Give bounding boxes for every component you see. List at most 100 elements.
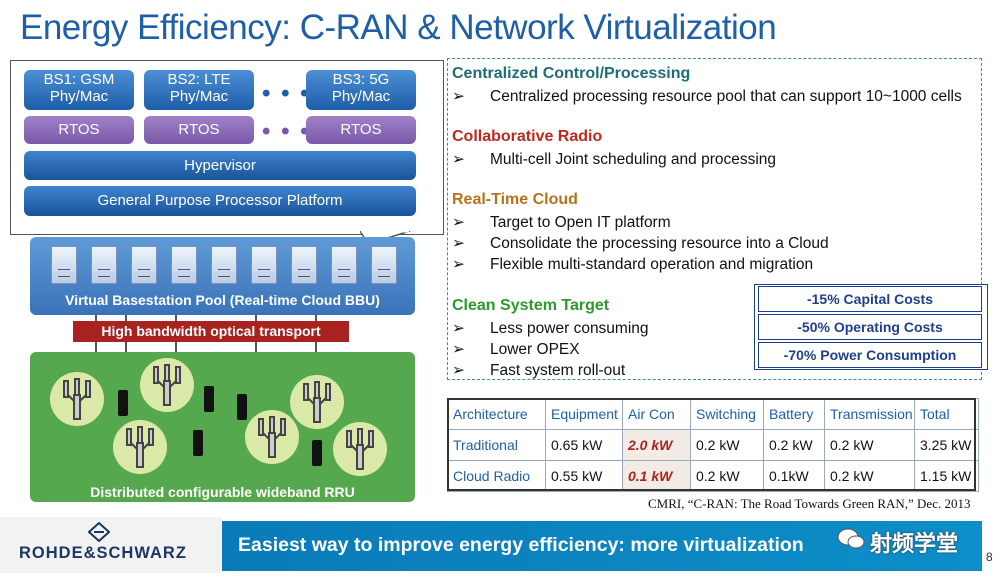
company-logo: ROHDE&SCHWARZ <box>19 544 187 562</box>
arrow-bullet-icon: ➢ <box>452 151 465 168</box>
section-heading: Clean System Target <box>452 297 610 314</box>
fiber-link <box>95 341 97 353</box>
table-row: Traditional 0.65 kW 2.0 kW 0.2 kW 0.2 kW… <box>447 429 979 461</box>
banner-text: Easiest way to improve energy efficiency… <box>238 534 804 556</box>
arrow-bullet-icon: ➢ <box>452 88 465 105</box>
bs1-title: BS1: GSM <box>43 71 115 88</box>
rtos-2: RTOS <box>144 116 254 144</box>
fiber-link <box>255 341 257 353</box>
rtos-3: RTOS <box>306 116 416 144</box>
citation: CMRI, “C-RAN: The Road Towards Green RAN… <box>648 496 971 511</box>
section-heading: Centralized Control/Processing <box>452 65 691 82</box>
bullet-item: ➢Multi-cell Joint scheduling and process… <box>452 151 777 168</box>
table-header-cell: Transmission <box>824 398 915 430</box>
table-cell: 0.1 kW <box>622 460 691 492</box>
bbu-pool-label: Virtual Basestation Pool (Real-time Clou… <box>65 292 380 308</box>
bullet-item: ➢Lower OPEX <box>452 341 580 358</box>
arrow-bullet-icon: ➢ <box>452 320 465 337</box>
table-cell: 1.15 kW <box>914 460 979 492</box>
mobile-phone-icon <box>237 394 247 420</box>
mobile-phone-icon <box>204 386 214 412</box>
capital-cost-item: -15% Capital Costs <box>758 286 982 312</box>
server-icon <box>131 246 157 284</box>
fiber-link <box>315 341 317 353</box>
table-cell: 3.25 kW <box>914 429 979 461</box>
server-icon <box>371 246 397 284</box>
power-consumption-item: -70% Power Consumption <box>758 342 982 368</box>
wechat-icon <box>837 528 865 549</box>
section-heading: Real-Time Cloud <box>452 191 578 208</box>
antenna-tower-icon <box>50 372 104 426</box>
table-cell: Cloud Radio <box>447 460 546 492</box>
cost-savings-box: -15% Capital Costs -50% Operating Costs … <box>754 284 988 370</box>
watermark-text: 射频学堂 <box>870 531 959 556</box>
bullet-item: ➢Target to Open IT platform <box>452 214 671 231</box>
table-cell: 0.65 kW <box>545 429 623 461</box>
table-cell: Traditional <box>447 429 546 461</box>
table-header-cell: Switching <box>690 398 764 430</box>
ellipsis-rtos: • • • <box>262 118 311 145</box>
page-title: Energy Efficiency: C-RAN & Network Virtu… <box>20 8 777 47</box>
rtos-1: RTOS <box>24 116 134 144</box>
table-cell: 2.0 kW <box>622 429 691 461</box>
table-cell: 0.55 kW <box>545 460 623 492</box>
bs3-block: BS3: 5G Phy/Mac <box>306 70 416 110</box>
bullet-item: ➢Less power consuming <box>452 320 649 337</box>
arrow-bullet-icon: ➢ <box>452 235 465 252</box>
bullet-item: ➢Consolidate the processing resource int… <box>452 235 829 252</box>
table-cell: 0.1kW <box>763 460 825 492</box>
bs2-block: BS2: LTE Phy/Mac <box>144 70 254 110</box>
hypervisor-bar: Hypervisor <box>24 151 416 180</box>
bs2-sub: Phy/Mac <box>169 88 229 105</box>
table-cell: 0.2 kW <box>824 460 915 492</box>
rru-label: Distributed configurable wideband RRU <box>90 484 355 500</box>
mobile-phone-icon <box>312 440 322 466</box>
platform-bar: General Purpose Processor Platform <box>24 186 416 216</box>
antenna-tower-icon <box>333 422 387 476</box>
table-header-row: Architecture Equipment Air Con Switching… <box>447 398 979 430</box>
server-icon <box>91 246 117 284</box>
rohde-schwarz-logo-icon <box>88 522 110 542</box>
footer-logo-area <box>0 517 222 573</box>
antenna-tower-icon <box>290 375 344 429</box>
server-icon <box>251 246 277 284</box>
antenna-tower-icon <box>245 410 299 464</box>
antenna-tower-icon <box>140 358 194 412</box>
table-cell: 0.2 kW <box>824 429 915 461</box>
server-icon <box>51 246 77 284</box>
arrow-bullet-icon: ➢ <box>452 214 465 231</box>
table-cell: 0.2 kW <box>763 429 825 461</box>
fiber-link <box>125 341 127 353</box>
mobile-phone-icon <box>193 430 203 456</box>
fiber-link <box>175 341 177 353</box>
bullet-item: ➢Fast system roll-out <box>452 362 626 379</box>
arrow-bullet-icon: ➢ <box>452 256 465 273</box>
power-comparison-table: Architecture Equipment Air Con Switching… <box>447 398 979 492</box>
bs3-title: BS3: 5G <box>332 71 390 88</box>
antenna-tower-icon <box>113 420 167 474</box>
section-heading: Collaborative Radio <box>452 128 603 145</box>
table-cell: 0.2 kW <box>690 460 764 492</box>
server-icon <box>211 246 237 284</box>
table-header-cell: Battery <box>763 398 825 430</box>
operating-cost-item: -50% Operating Costs <box>758 314 982 340</box>
ellipsis-top: • • • <box>262 80 311 107</box>
arrow-bullet-icon: ➢ <box>452 362 465 379</box>
bs1-sub: Phy/Mac <box>49 88 109 105</box>
benefits-panel <box>447 58 982 380</box>
server-icon <box>331 246 357 284</box>
table-header-cell: Total <box>914 398 979 430</box>
table-header-cell: Architecture <box>447 398 546 430</box>
table-cell: 0.2 kW <box>690 429 764 461</box>
bs1-block: BS1: GSM Phy/Mac <box>24 70 134 110</box>
table-header-cell: Air Con <box>622 398 691 430</box>
server-icon <box>291 246 317 284</box>
table-row: Cloud Radio 0.55 kW 0.1 kW 0.2 kW 0.1kW … <box>447 460 979 492</box>
bullet-item: ➢Centralized processing resource pool th… <box>452 88 962 105</box>
bullet-item: ➢Flexible multi-standard operation and m… <box>452 256 814 273</box>
bs3-sub: Phy/Mac <box>331 88 391 105</box>
page-number: 8 <box>986 550 993 564</box>
server-icon <box>171 246 197 284</box>
optical-transport-label: High bandwidth optical transport network <box>73 321 349 360</box>
bs2-title: BS2: LTE <box>167 71 231 88</box>
